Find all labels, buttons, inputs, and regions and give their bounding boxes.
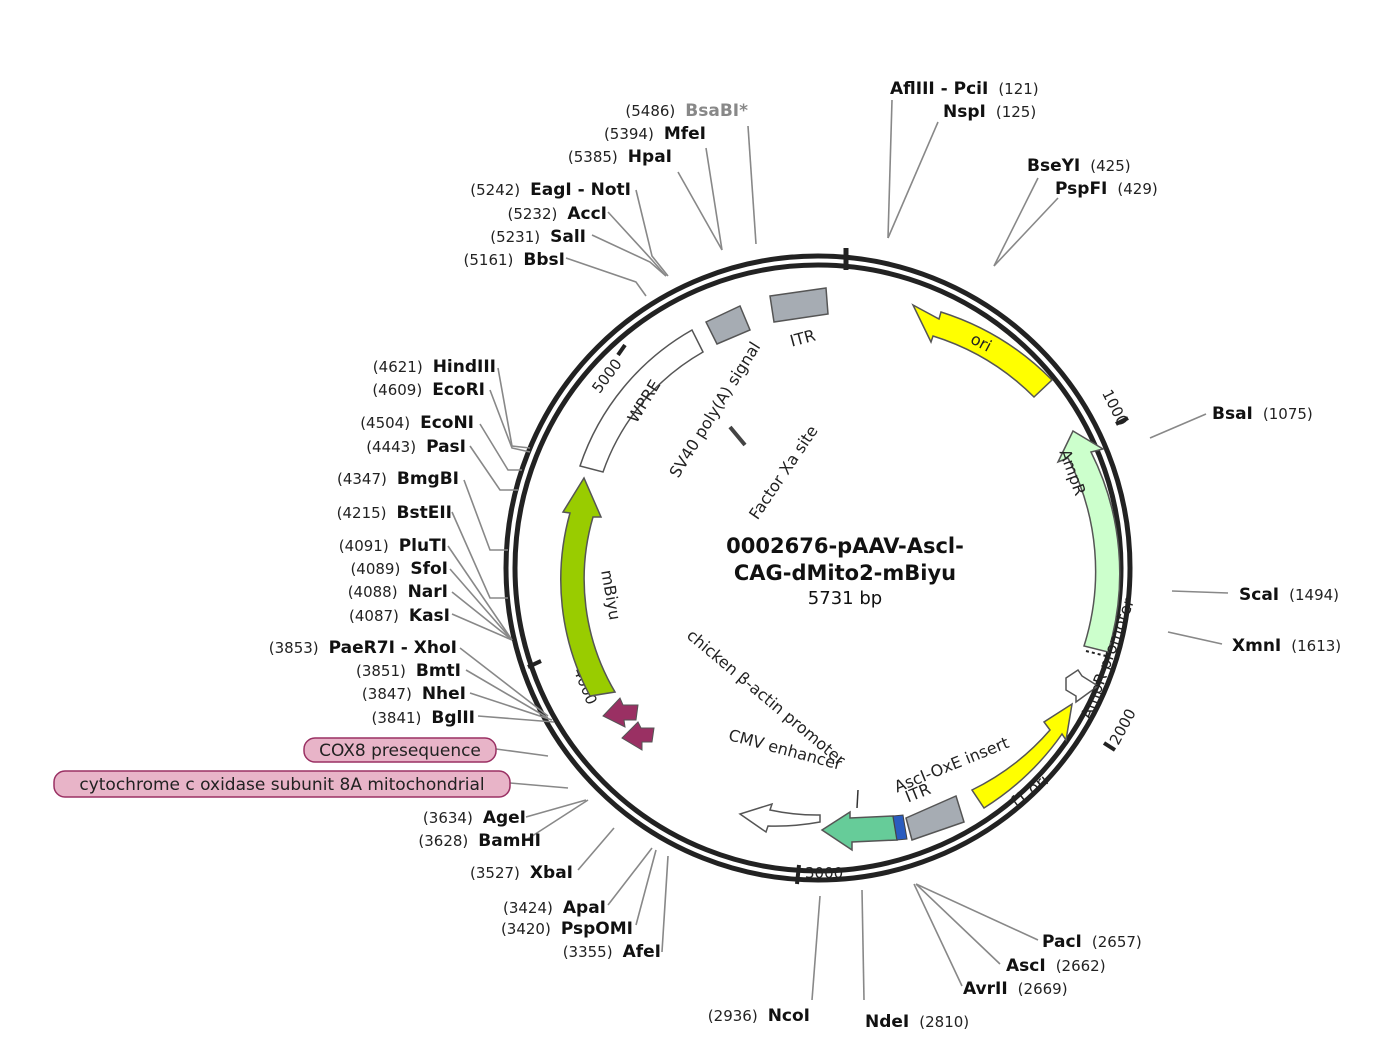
- site-bmti: (3851)BmtI: [356, 661, 461, 681]
- site-nari: (4088)NarI: [348, 582, 448, 602]
- site-bsai: BsaI(1075): [1212, 404, 1313, 424]
- cox8a-box-label: cytochrome c oxidase subunit 8A mitochon…: [79, 775, 484, 795]
- site-labels: AflIII - PciI(121) NspI(125) BseYI(425) …: [269, 79, 1341, 1032]
- site-econi: (4504)EcoNI: [360, 413, 474, 433]
- site-sfoi: (4089)SfoI: [350, 559, 448, 579]
- cox8-box-bg: [303, 737, 497, 763]
- itr-right-box: [905, 794, 965, 841]
- site-ncoi: (2936)NcoI: [708, 1006, 810, 1026]
- tick-1000: [1115, 416, 1129, 426]
- ascl-marker: [892, 814, 908, 841]
- site-pspomi: (3420)PspOMI: [501, 919, 633, 939]
- site-xmni: XmnI(1613): [1232, 636, 1341, 656]
- tick-label-3000: 3000: [805, 864, 843, 882]
- site-bamhi: (3628)BamHI: [418, 831, 541, 851]
- site-nhei: (3847)NheI: [362, 684, 466, 704]
- cox8a-arrow: [621, 721, 655, 751]
- site-bseyi: BseYI(425): [1027, 156, 1131, 176]
- site-pspfi: PspFI(429): [1055, 179, 1158, 199]
- f1-ori-arrow: [970, 702, 1074, 810]
- cox8a-box-bg: [53, 770, 511, 798]
- backbone-inner: [512, 262, 1124, 874]
- mbiyu-arrow: [560, 476, 617, 697]
- site-asci: AscI(2662): [1006, 956, 1106, 976]
- site-pluti: (4091)PluTI: [339, 536, 447, 556]
- site-xbai: (3527)XbaI: [470, 863, 573, 883]
- wpre-box: [579, 328, 704, 473]
- cmv-pointer: [856, 789, 859, 809]
- site-pasi: (4443)PasI: [366, 437, 466, 457]
- site-bmgbi: (4347)BmgBI: [337, 469, 459, 489]
- ampr-arrow: [1056, 429, 1121, 653]
- mbiyu-label: mBiyu: [597, 568, 625, 621]
- factor-xa-label: Factor Xa site: [745, 422, 822, 523]
- ascl-insert-arrow: [820, 810, 898, 852]
- site-hpai: (5385)HpaI: [568, 147, 672, 167]
- tick-label-1000: 1000: [1098, 387, 1131, 429]
- site-bglii: (3841)BglII: [372, 708, 476, 728]
- site-ndei: NdeI(2810): [865, 1012, 969, 1032]
- cba-promoter-arrow: [738, 802, 821, 834]
- ampr-promoter-arrow: [1065, 668, 1100, 704]
- site-avrii: AvrII(2669): [963, 979, 1068, 999]
- sv40-box: [704, 304, 751, 345]
- cox8-arrow: [602, 697, 639, 728]
- plasmid-size: 5731 bp: [808, 588, 882, 609]
- site-paer7i-xhoi: (3853)PaeR7I - XhoI: [269, 638, 457, 658]
- site-nspi: NspI(125): [943, 102, 1036, 122]
- site-kasi: (4087)KasI: [349, 606, 450, 626]
- itr-left-box: [769, 287, 829, 323]
- ori-arrow: [911, 303, 1054, 399]
- tick-5000: [616, 343, 627, 357]
- tick-3000: [795, 864, 801, 885]
- site-bsabi: (5486)BsaBI*: [625, 101, 748, 121]
- site-afliii-pcii: AflIII - PciI(121): [890, 79, 1039, 99]
- site-mfei: (5394)MfeI: [604, 124, 706, 144]
- site-hindiii: (4621)HindIII: [373, 357, 496, 377]
- itr-left-label: ITR: [788, 326, 818, 351]
- site-scai: ScaI(1494): [1239, 585, 1339, 605]
- plasmid-name-line1: 0002676-pAAV-Ascl-: [726, 534, 964, 558]
- site-acci: (5232)AccI: [507, 204, 607, 224]
- cox8-presequence-box: COX8 presequence: [303, 737, 497, 763]
- site-paci: PacI(2657): [1042, 932, 1142, 952]
- site-sali: (5231)SalI: [490, 227, 586, 247]
- site-bbsi: (5161)BbsI: [464, 250, 565, 270]
- site-bsteii: (4215)BstEII: [337, 503, 452, 523]
- site-ecori: (4609)EcoRI: [372, 380, 485, 400]
- cox8-box-label: COX8 presequence: [319, 741, 481, 761]
- tick-4000: [527, 659, 542, 669]
- site-apai: (3424)ApaI: [503, 898, 606, 918]
- plasmid-name-line2: CAG-dMito2-mBiyu: [734, 561, 956, 585]
- factor-xa-mark: [728, 425, 747, 447]
- tick-label-2000: 2000: [1106, 706, 1140, 748]
- site-afei: (3355)AfeI: [563, 942, 661, 962]
- tick-2000: [1102, 741, 1117, 752]
- cox8a-box: cytochrome c oxidase subunit 8A mitochon…: [53, 770, 511, 798]
- backbone-outer: [503, 253, 1133, 883]
- site-agei: (3634)AgeI: [423, 808, 526, 828]
- site-eagi-noti: (5242)EagI - NotI: [470, 180, 631, 200]
- site-leaders: [447, 99, 1229, 1001]
